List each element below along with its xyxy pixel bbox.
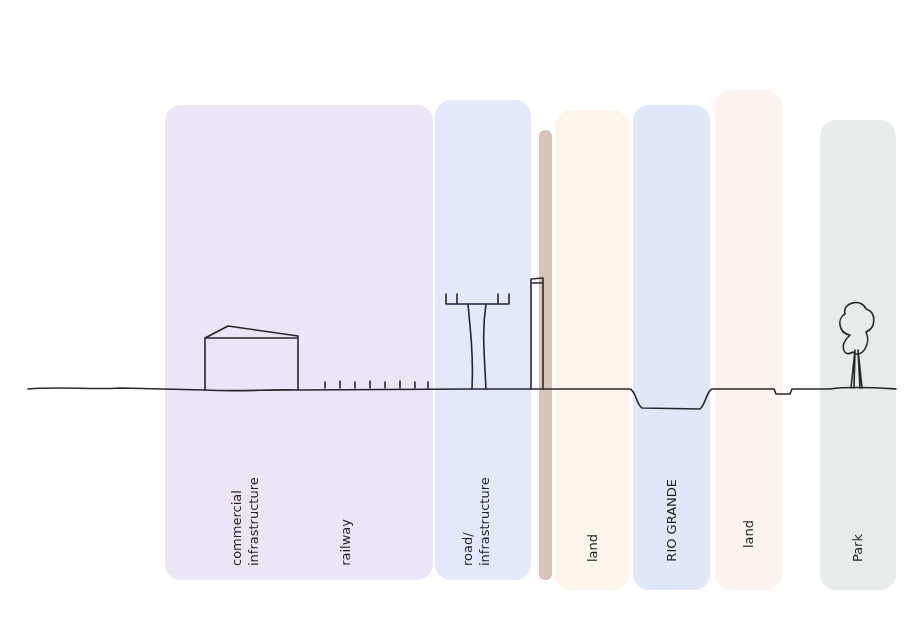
edge-strip	[539, 130, 552, 580]
band-label: RIO GRANDE	[663, 479, 680, 562]
band-label: Park	[849, 534, 866, 562]
pole	[531, 278, 543, 389]
band-label: land	[584, 534, 601, 562]
section-band: RIO GRANDE	[633, 105, 710, 590]
band-label: land	[740, 520, 757, 548]
section-band: road/ infrastructure	[435, 100, 531, 580]
section-band: Park	[820, 120, 896, 590]
section-band: land	[555, 110, 629, 590]
band-label: road/ infrastructure	[459, 446, 493, 566]
band-label: commercial infrastructure	[228, 446, 262, 566]
band-label: railway	[337, 519, 354, 566]
section-band: commercial infrastructure railway	[165, 105, 433, 580]
section-band: land	[715, 90, 782, 590]
